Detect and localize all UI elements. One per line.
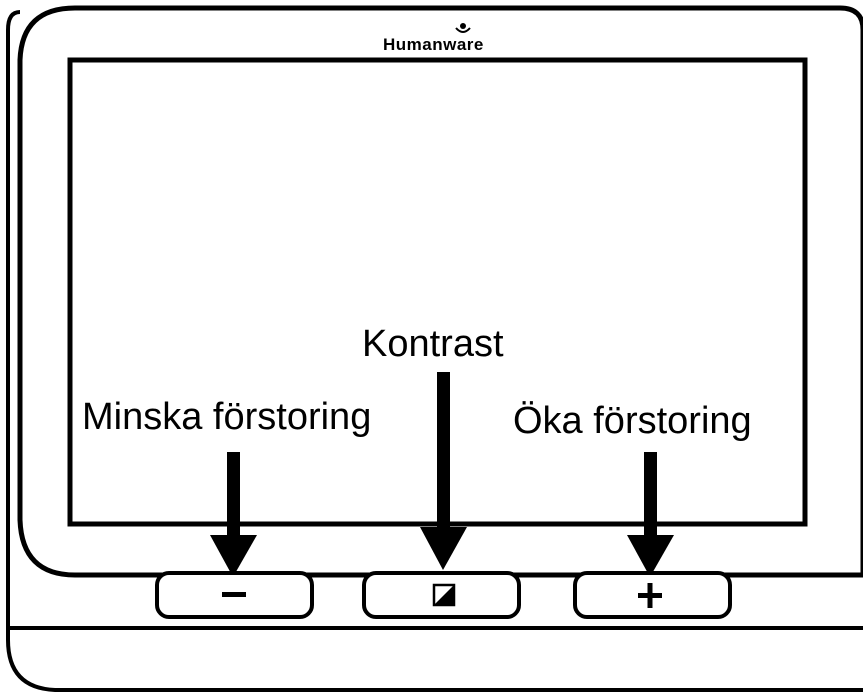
contrast-button[interactable] [362,571,521,619]
device-base-outline [6,10,863,692]
decrease-magnification-button[interactable] [155,571,314,619]
increase-magnification-button[interactable] [573,571,732,619]
contrast-label: Kontrast [362,323,504,365]
arrow-contrast [420,372,467,570]
arrow-increase [627,452,674,577]
increase-magnification-label: Öka förstoring [513,400,752,442]
half-filled-square-icon [432,583,456,607]
decrease-magnification-label: Minska förstoring [82,396,372,438]
brand-logo-mark [455,23,471,33]
minus-icon [222,592,246,597]
plus-icon [638,583,662,608]
brand-logo-text: Humanware [383,35,484,54]
arrow-decrease [210,452,257,577]
